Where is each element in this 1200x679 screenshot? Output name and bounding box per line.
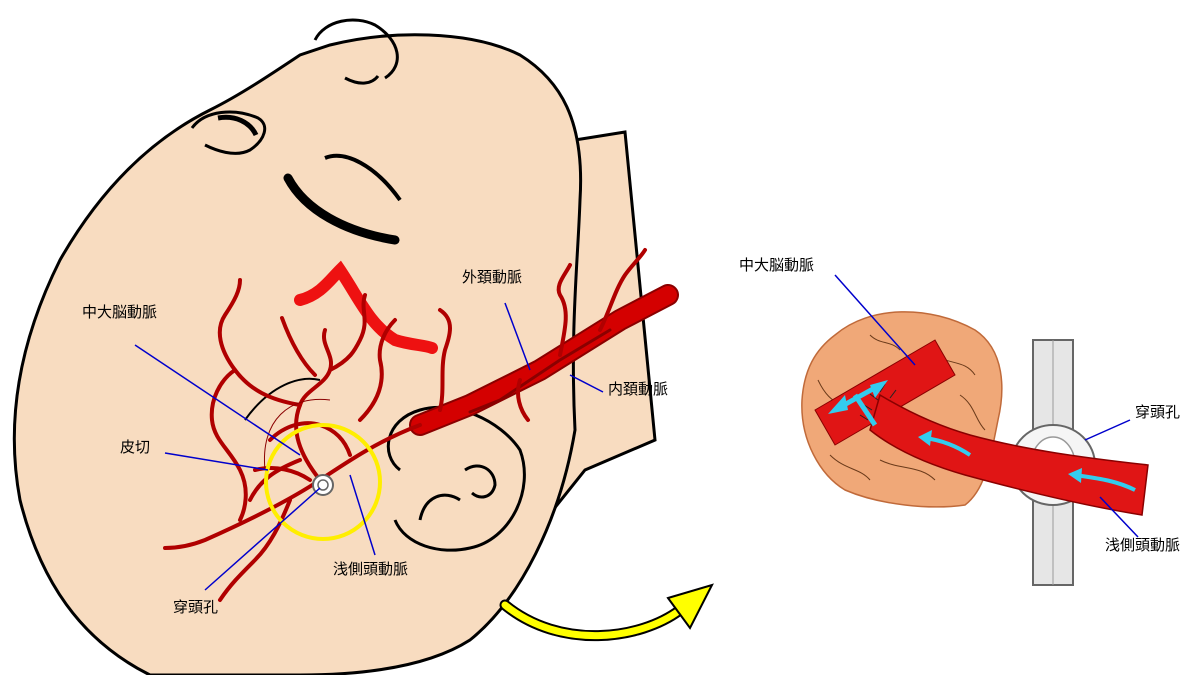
burr-hole-left-inner (317, 479, 329, 491)
leader-burr-hole-left (204, 487, 321, 591)
sta-branch-4 (328, 293, 367, 372)
sta-branch-5 (358, 318, 397, 422)
closed-eye (283, 173, 400, 245)
sta-branch-2 (217, 278, 302, 407)
mouth-shape (190, 110, 267, 155)
suture-4 (879, 383, 886, 393)
gyrus-5 (829, 454, 871, 481)
label-sta-left: 浅側頭動脈 (333, 560, 409, 578)
mca-vessel (814, 339, 956, 446)
leader-mca-left (134, 344, 301, 456)
suture-2 (863, 404, 873, 411)
leader-mca-right (834, 274, 916, 366)
nose-shape (313, 18, 399, 80)
eca-branch-2 (598, 248, 647, 332)
label-mca-left: 中大脳動脈 (82, 303, 158, 321)
arteries-left (163, 248, 679, 602)
gyrus-1 (869, 334, 901, 351)
sta-branch-7 (248, 458, 302, 502)
gyrus-3 (959, 394, 986, 431)
eyebrow (324, 153, 402, 202)
label-mca-right: 中大脳動脈 (739, 256, 815, 274)
suture-5 (889, 389, 897, 399)
leader-eca (504, 302, 531, 371)
leader-ica (569, 374, 604, 393)
mca-branch-a (280, 316, 317, 377)
nostril (344, 75, 380, 85)
label-burr-hole-left: 穿頭孔 (173, 598, 219, 616)
eca-branch-3 (516, 378, 530, 422)
sta-vessel (869, 393, 1149, 516)
transition-arrow-shaft-fill (501, 601, 684, 640)
carotid-trunk-fill (411, 286, 677, 434)
leader-burr-hole-right (1084, 419, 1131, 441)
sta-branch-8 (438, 308, 452, 412)
flow-arrow-t-head-2 (870, 380, 888, 398)
label-eca: 外頚動脈 (462, 268, 523, 286)
head-illustration (12, 18, 657, 677)
leader-sta-left (349, 474, 376, 556)
transition-arrow-head (666, 583, 714, 630)
flow-arrows (828, 380, 1136, 492)
leader-lines-left (134, 302, 604, 591)
ear-inner-2 (418, 493, 461, 521)
sta-branch-3 (209, 368, 248, 522)
closeup-illustration (801, 311, 1149, 586)
gyrus-4 (879, 459, 936, 481)
label-ica: 内頚動脈 (608, 380, 669, 398)
label-burr-hole-right: 穿頭孔 (1135, 403, 1181, 421)
suture-1 (859, 414, 869, 421)
label-skin-incision: 皮切 (120, 438, 151, 456)
eca-branch-1 (556, 263, 572, 357)
surgical-field-circle (264, 423, 382, 541)
ica-branch (468, 328, 612, 414)
leader-skin-incision (164, 452, 269, 471)
lip-line (217, 114, 259, 137)
anastomosis-sutures (859, 383, 897, 421)
skin-incision (263, 398, 331, 471)
leader-sta-right (1099, 496, 1139, 538)
sta-branch-1 (294, 328, 334, 482)
temporal-contour (244, 377, 321, 421)
label-sta-right: 浅側頭動脈 (1105, 536, 1181, 554)
transition-arrow (499, 583, 714, 642)
suture-3 (869, 393, 879, 401)
flow-arrow-right-head (1068, 468, 1082, 483)
flow-arrow-mid-head (918, 430, 932, 446)
ear-inner (464, 464, 497, 499)
flow-arrow-t-head-1 (828, 395, 848, 414)
leader-lines-right (834, 274, 1139, 538)
